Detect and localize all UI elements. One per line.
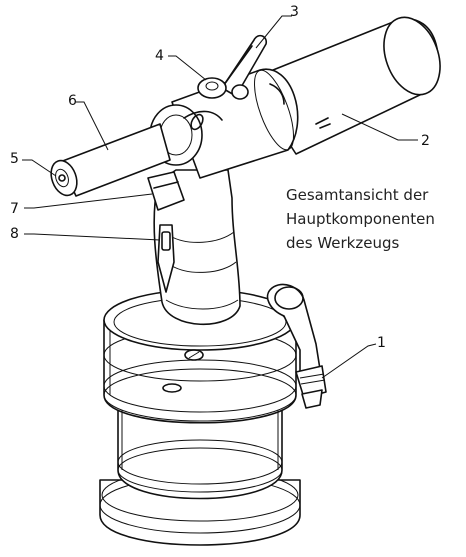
head-body	[149, 16, 441, 179]
callout-4: 4	[155, 48, 164, 64]
caption: Gesamtansicht der Hauptkomponenten des W…	[286, 183, 435, 255]
caption-line-3: des Werkzeugs	[286, 234, 400, 252]
callout-1: 1	[377, 335, 386, 351]
caption-line-1: Gesamtansicht der	[286, 186, 429, 204]
air-fitting	[266, 283, 327, 409]
nose-assembly	[50, 123, 171, 197]
callout-2: 2	[421, 133, 430, 149]
side-switch	[147, 171, 185, 211]
control-valve	[197, 34, 268, 100]
callout-3: 3	[290, 4, 299, 20]
callout-7: 7	[10, 201, 19, 217]
callout-8: 8	[10, 226, 19, 242]
caption-line-2: Hauptkomponenten	[286, 210, 435, 228]
callout-6: 6	[68, 93, 77, 109]
handle	[153, 169, 241, 326]
reservoir-base	[99, 289, 301, 546]
leader-lines	[22, 15, 418, 379]
callout-5: 5	[10, 151, 19, 167]
